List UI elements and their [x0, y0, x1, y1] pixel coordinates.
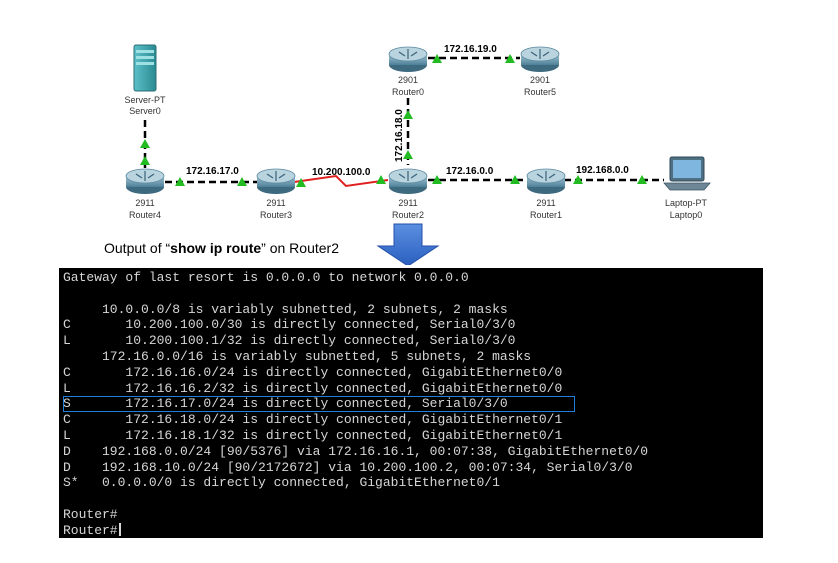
device-model-label: 2911	[266, 198, 285, 208]
router-icon[interactable]	[256, 168, 296, 194]
terminal-line	[63, 491, 763, 507]
port-indicator	[175, 177, 185, 186]
terminal-line: Router#	[63, 506, 118, 522]
cli-terminal[interactable]: Gateway of last resort is 0.0.0.0 to net…	[59, 268, 763, 538]
terminal-line: Gateway of last resort is 0.0.0.0 to net…	[63, 270, 469, 285]
port-indicator	[237, 177, 247, 186]
device-model-label: 2911	[398, 198, 417, 208]
terminal-cursor	[118, 522, 121, 536]
device-model-label: 2911	[536, 198, 555, 208]
port-indicator	[140, 156, 150, 165]
down-arrow-icon	[376, 223, 440, 265]
terminal-line: C 10.200.100.0/30 is directly connected,…	[63, 317, 516, 333]
device-model-label: 2911	[135, 198, 154, 208]
port-indicator	[510, 175, 520, 184]
device-name-label: Router4	[129, 210, 161, 220]
port-indicator	[573, 175, 583, 184]
terminal-line: 172.16.0.0/16 is variably subnetted, 5 s…	[63, 348, 532, 364]
link-label: 172.16.17.0	[186, 166, 239, 177]
terminal-line	[63, 286, 763, 302]
link-label: 172.16.19.0	[444, 44, 497, 55]
port-indicator	[403, 150, 413, 159]
link-label: 172.16.0.0	[446, 166, 494, 177]
terminal-line: D 192.168.10.0/24 [90/2172672] via 10.20…	[63, 459, 633, 475]
highlighted-route-line: S 172.16.17.0/24 is directly connected, …	[63, 396, 575, 413]
router-icon[interactable]	[526, 168, 566, 194]
router-icon[interactable]	[388, 168, 428, 194]
link-label: 192.168.0.0	[576, 165, 629, 176]
device-name-label: Server0	[129, 106, 161, 116]
laptop-icon[interactable]	[663, 156, 711, 191]
device-model-label: 2901	[530, 75, 550, 85]
port-indicator	[432, 175, 442, 184]
port-indicator	[140, 139, 150, 148]
port-indicator	[403, 110, 413, 119]
terminal-line: C 172.16.18.0/24 is directly connected, …	[63, 412, 563, 428]
port-indicator	[505, 54, 515, 63]
terminal-line: L 172.16.16.2/32 is directly connected, …	[63, 380, 563, 396]
caption-command: show ip route	[170, 240, 262, 256]
server-icon[interactable]	[133, 44, 157, 92]
port-indicator	[376, 175, 386, 184]
device-name-label: Router5	[524, 87, 556, 97]
port-indicators	[140, 54, 647, 187]
link-label: 172.16.18.0	[394, 109, 405, 162]
link-label: 10.200.100.0	[312, 167, 371, 178]
port-indicator	[432, 54, 442, 63]
device-name-label: Router2	[392, 210, 424, 220]
output-caption: Output of “show ip route” on Router2	[104, 240, 339, 256]
caption-prefix: Output of “	[104, 240, 171, 256]
port-indicator	[637, 175, 647, 184]
router-icon[interactable]	[520, 46, 560, 72]
router-icon[interactable]	[125, 168, 165, 194]
device-model-label: 2901	[398, 75, 418, 85]
terminal-line: S* 0.0.0.0/0 is directly connected, Giga…	[63, 475, 500, 491]
port-indicator	[296, 178, 306, 187]
router-icon[interactable]	[388, 46, 428, 72]
terminal-line: L 10.200.100.1/32 is directly connected,…	[63, 333, 516, 349]
device-model-label: Laptop-PT	[665, 198, 708, 208]
device-name-label: Router1	[530, 210, 562, 220]
link-router3-router2-serial	[293, 174, 389, 188]
device-name-label: Laptop0	[670, 210, 703, 220]
network-topology: 172.16.17.0 10.200.100.0 172.16.18.0 172…	[124, 44, 711, 265]
device-name-label: Router3	[260, 210, 292, 220]
terminal-line: D 192.168.0.0/24 [90/5376] via 172.16.16…	[63, 443, 649, 459]
device-model-label: Server-PT	[124, 95, 166, 105]
terminal-line: Router#	[63, 522, 763, 538]
terminal-line: 10.0.0.0/8 is variably subnetted, 2 subn…	[63, 301, 508, 317]
device-name-label: Router0	[392, 87, 424, 97]
caption-suffix: ” on Router2	[261, 240, 339, 256]
terminal-line: C 172.16.16.0/24 is directly connected, …	[63, 364, 563, 380]
terminal-line: L 172.16.18.1/32 is directly connected, …	[63, 427, 563, 443]
